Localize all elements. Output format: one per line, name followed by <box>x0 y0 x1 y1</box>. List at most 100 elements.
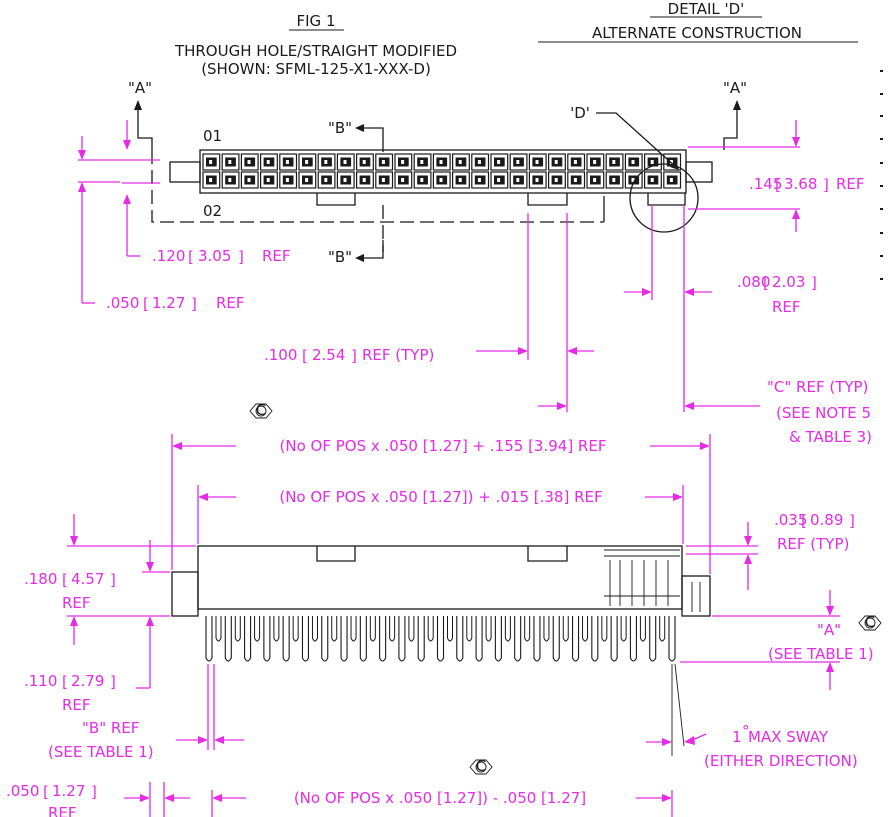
pin-leg <box>436 616 445 662</box>
contact-cell <box>643 153 662 171</box>
a-ref-line1: "A" <box>817 621 841 639</box>
svg-text:[: [ <box>62 571 68 589</box>
sway-direction: (EITHER DIRECTION) <box>704 752 858 770</box>
contact-cell <box>260 153 278 171</box>
contact-cell <box>605 153 624 171</box>
side-view-dimensions: C C C (No OF POS x .050 [1.27] + .155 [3… <box>6 401 882 817</box>
row-02-label: 02 <box>203 202 222 220</box>
fig-subtitle-1: THROUGH HOLE/STRAIGHT MODIFIED <box>174 42 457 60</box>
pin-leg <box>205 616 213 662</box>
dim-body: (No OF POS x .050 [1.27]) + .015 [.38] R… <box>279 488 602 506</box>
dim-050b-ref: REF <box>48 804 77 817</box>
c-ref-line2: (SEE NOTE 5 <box>776 404 871 422</box>
dim-080-ref: REF <box>772 298 801 316</box>
contact-cell <box>452 171 470 189</box>
dim-overall: (No OF POS x .050 [1.27] + .155 [3.94] R… <box>280 437 607 455</box>
svg-text:[: [ <box>43 783 49 801</box>
contact-cell <box>221 153 240 171</box>
pin-leg <box>244 616 252 662</box>
dim-180-mm: 4.57 <box>71 570 104 588</box>
svg-text:C: C <box>476 757 486 775</box>
contact-cell <box>624 171 643 189</box>
svg-text:]: ] <box>238 248 244 266</box>
svg-text:]: ] <box>811 274 817 292</box>
svg-text:C: C <box>865 613 875 631</box>
pin-leg <box>456 616 464 662</box>
contact-cell <box>547 153 566 171</box>
contact-cell <box>336 171 355 189</box>
dim-pitch: (No OF POS x .050 [1.27]) - .050 [1.27] <box>294 789 586 807</box>
dim-145: .145 <box>749 175 782 193</box>
pin-leg <box>668 616 676 662</box>
dim-180: .180 <box>24 570 57 588</box>
dim-100-ref: REF (TYP) <box>362 346 434 364</box>
pin-leg-inner <box>485 616 492 642</box>
dim-120: .120 <box>152 247 185 265</box>
c-ref-line3: & TABLE 3) <box>789 428 872 446</box>
contact-cell <box>490 171 509 189</box>
svg-text:]: ] <box>110 673 116 691</box>
contact-cell <box>240 153 259 171</box>
svg-text:[: [ <box>801 512 807 530</box>
section-a-right-label: "A" <box>723 79 747 97</box>
b-ref-line2: (SEE TABLE 1) <box>48 743 154 761</box>
contact-cell <box>452 153 470 171</box>
dim-180-ref: REF <box>62 594 91 612</box>
side-view <box>171 545 711 662</box>
dim-050a-ref: REF <box>216 294 245 312</box>
notes-column-ticks <box>880 70 883 280</box>
contact-cell <box>317 153 336 171</box>
pin-leg <box>629 616 637 662</box>
pin-leg-inner <box>273 616 280 642</box>
pin-leg <box>263 616 271 662</box>
svg-text:[: [ <box>62 673 68 691</box>
contact-cell <box>663 153 682 171</box>
dim-050a-mm: 1.27 <box>152 294 185 312</box>
contact-cell <box>202 171 221 189</box>
row-01-label: 01 <box>203 127 222 145</box>
svg-text:[: [ <box>775 176 781 194</box>
section-a-left-label: "A" <box>128 79 152 97</box>
pin-leg <box>571 616 580 662</box>
contact-cell <box>394 153 413 171</box>
contact-cell <box>202 153 221 171</box>
contact-cell <box>643 171 662 189</box>
pin-leg-inner <box>620 616 627 642</box>
svg-text:[: [ <box>763 274 769 292</box>
fig-subtitle-2: (SHOWN: SFML-125-X1-XXX-D) <box>201 60 431 78</box>
pin-leg <box>224 616 232 662</box>
svg-text:]: ] <box>351 347 357 365</box>
contact-cell <box>221 171 240 189</box>
svg-text:[: [ <box>143 295 149 313</box>
pin-leg-inner <box>562 616 569 642</box>
pin-leg-inner <box>234 616 241 642</box>
dim-080-mm: 2.03 <box>772 273 805 291</box>
contact-cell <box>336 153 355 171</box>
contact-cell <box>413 171 432 189</box>
fig-title: FIG 1 <box>297 12 336 30</box>
contact-cell <box>375 153 394 171</box>
critical-symbol-2: C <box>858 613 882 631</box>
pin-leg <box>398 616 406 662</box>
contact-cell <box>586 153 605 171</box>
contact-cell <box>432 171 451 189</box>
contact-cell <box>279 153 298 171</box>
svg-text:]: ] <box>849 512 855 530</box>
dim-120-mm: 3.05 <box>198 247 231 265</box>
pin-leg-inner <box>639 616 646 642</box>
pin-leg-inner <box>292 616 299 642</box>
contact-grid <box>202 153 682 189</box>
pin-leg-inner <box>601 616 608 642</box>
section-b-bottom-label: "B" <box>328 248 352 266</box>
contact-cell <box>567 153 586 171</box>
contact-cell <box>298 153 317 171</box>
contact-cell <box>317 171 336 189</box>
contact-cell <box>298 171 317 189</box>
pin-leg <box>282 616 290 662</box>
svg-text:C: C <box>256 401 266 419</box>
pin-leg <box>321 616 329 662</box>
contact-cell <box>375 171 394 189</box>
dim-110-mm: 2.79 <box>71 672 104 690</box>
pin-leg-inner <box>254 616 261 642</box>
